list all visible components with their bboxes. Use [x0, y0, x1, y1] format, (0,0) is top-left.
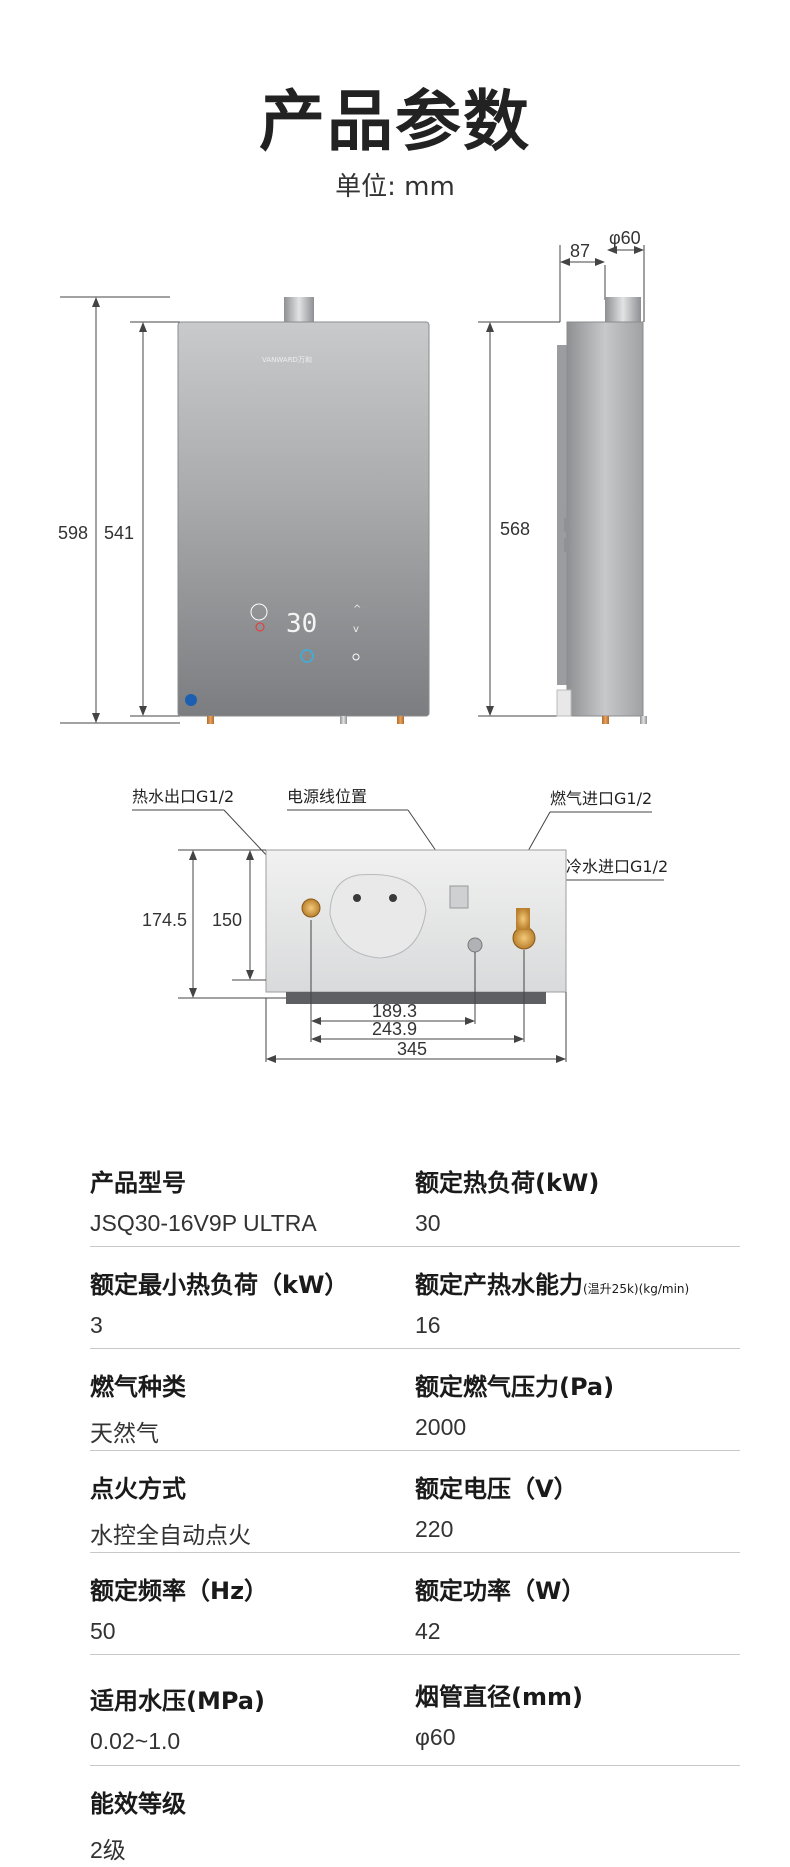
svg-text:30: 30 [286, 609, 317, 639]
dim-174-5: 174.5 [142, 910, 187, 930]
spec-label: 额定频率（Hz） [90, 1577, 269, 1605]
svg-text:^: ^ [353, 604, 361, 615]
spec-label: 额定功率（W） [415, 1577, 586, 1605]
spec-row: 产品型号 JSQ30-16V9P ULTRA 额定热负荷(kW) 30 [90, 1145, 740, 1247]
spec-label: 额定电压（V） [415, 1475, 578, 1503]
spec-row: 额定最小热负荷（kW） 3 额定产热水能力(温升25k)(kg/min) 16 [90, 1247, 740, 1349]
spec-label: 能效等级 [90, 1790, 186, 1818]
spec-row: 点火方式水控全自动点火 额定电压（V） 220 [90, 1451, 740, 1553]
dim-189-3: 189.3 [372, 1001, 417, 1021]
dim-243-9: 243.9 [372, 1019, 417, 1039]
dim-150: 150 [212, 910, 242, 930]
spec-value: 50 [90, 1618, 116, 1644]
spec-label: 适用水压(MPa) [90, 1687, 265, 1715]
spec-value: 2000 [415, 1414, 467, 1440]
callout-hot-water-outlet: 热水出口G1/2 [132, 787, 234, 806]
spec-row: 额定频率（Hz） 50 额定功率（W） 42 [90, 1553, 740, 1655]
dim-flue: φ60 [609, 228, 641, 248]
spec-value: 16 [415, 1312, 441, 1338]
spec-value: 220 [415, 1516, 454, 1542]
callout-power-cable: 电源线位置 [287, 787, 367, 806]
spec-value: 42 [415, 1618, 441, 1644]
spec-value: 30 [415, 1210, 441, 1236]
spec-row: 适用水压(MPa) 0.02~1.0 烟管直径(mm) φ60 [90, 1655, 740, 1766]
spec-label: 额定热负荷(kW) [415, 1169, 600, 1197]
spec-value: 水控全自动点火 [90, 1522, 251, 1548]
dimension-drawing-bottom: 热水出口G1/2 电源线位置 燃气进口G1/2 冷水进口G1/2 174.5 1… [132, 787, 668, 1063]
spec-label: 额定燃气压力(Pa) [415, 1373, 615, 1401]
dim-598: 598 [58, 523, 88, 543]
dim-568: 568 [500, 519, 530, 539]
dimension-drawing-front-side: 598 541 VANWARD万和 30 ^ v 87 φ60 568 [56, 228, 647, 724]
spec-value: 0.02~1.0 [90, 1728, 181, 1754]
spec-label: 烟管直径(mm) [415, 1683, 583, 1711]
spec-label-note: (温升25k)(kg/min) [583, 1282, 690, 1296]
spec-label: 额定最小热负荷（kW） [90, 1271, 349, 1299]
spec-value: 天然气 [90, 1420, 159, 1446]
spec-label: 燃气种类 [90, 1373, 186, 1401]
svg-text:VANWARD万和: VANWARD万和 [262, 355, 312, 364]
callout-gas-inlet: 燃气进口G1/2 [550, 789, 652, 808]
spec-row: 能效等级 2级 [90, 1766, 740, 1867]
spec-value: φ60 [415, 1724, 456, 1750]
svg-text:v: v [353, 624, 359, 635]
spec-value: JSQ30-16V9P ULTRA [90, 1210, 317, 1236]
dim-345: 345 [397, 1039, 427, 1059]
spec-label: 点火方式 [90, 1475, 186, 1503]
spec-table: 产品型号 JSQ30-16V9P ULTRA 额定热负荷(kW) 30 额定最小热负… [90, 1145, 740, 1867]
spec-value: 3 [90, 1312, 103, 1338]
spec-label: 额定产热水能力(温升25k)(kg/min) [415, 1271, 690, 1299]
spec-row: 燃气种类天然气 额定燃气压力(Pa) 2000 [90, 1349, 740, 1451]
callout-cold-water-inlet: 冷水进口G1/2 [566, 857, 668, 876]
page-title: 产品参数 [259, 83, 531, 160]
spec-label: 产品型号 [90, 1169, 186, 1197]
dim-541: 541 [104, 523, 134, 543]
spec-value: 2级 [90, 1837, 126, 1863]
unit-label: 单位: mm [335, 172, 455, 202]
dim-87: 87 [570, 241, 590, 261]
